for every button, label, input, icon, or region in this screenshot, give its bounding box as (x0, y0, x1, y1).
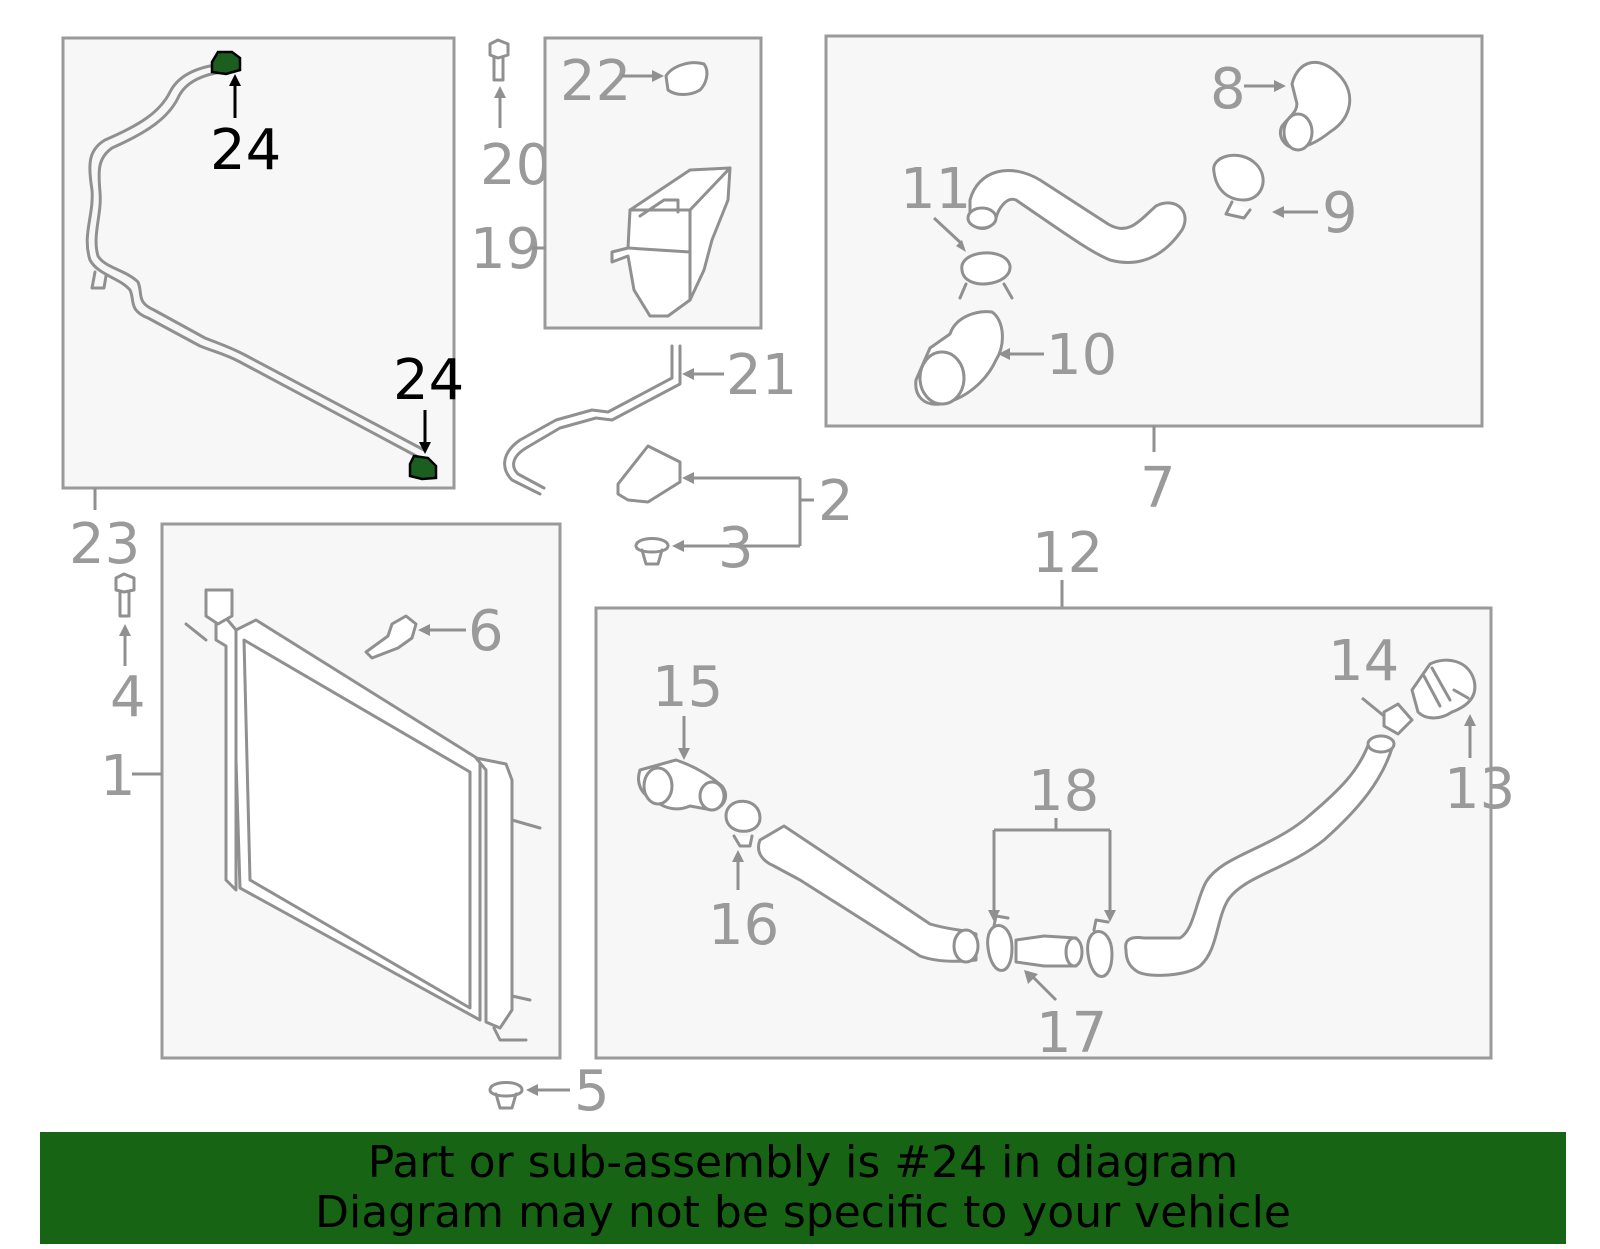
banner-line-2: Diagram may not be specific to your vehi… (315, 1187, 1291, 1238)
clamp-18a (986, 914, 1014, 972)
label-19: 19 (470, 217, 541, 282)
hose-12-right-end (1366, 734, 1396, 754)
label-10: 10 (1046, 323, 1117, 388)
banner-line-1: Part or sub-assembly is #24 in diagram (367, 1137, 1239, 1188)
arrow-3 (672, 540, 684, 552)
elbow-15-mouth (642, 766, 674, 806)
hose-7-end (966, 206, 998, 230)
connector-17-end (1064, 936, 1084, 968)
bracket-2 (616, 444, 682, 504)
arrow-5 (526, 1084, 538, 1096)
clamp-14 (1382, 702, 1414, 736)
label-4: 4 (110, 665, 146, 730)
label-14: 14 (1328, 629, 1399, 694)
clip-24-bottom (408, 454, 438, 481)
leader-14 (1361, 696, 1385, 718)
arrow-4 (119, 624, 131, 636)
label-24b: 24 (393, 348, 464, 413)
arrow-24b (419, 442, 431, 454)
pipe-21-inner (512, 344, 682, 490)
arrow-8 (1274, 80, 1286, 92)
radiator-1-core (242, 638, 472, 1010)
arrow-21 (682, 368, 694, 380)
leader-17 (1030, 974, 1058, 1002)
label-15: 15 (652, 655, 723, 720)
clamp-18b (1086, 918, 1114, 978)
arrow-13 (1464, 714, 1476, 726)
label-8: 8 (1210, 57, 1246, 122)
bolt-20 (488, 38, 510, 82)
label-2: 2 (818, 469, 854, 534)
label-6: 6 (468, 599, 504, 664)
hose-12-right (1124, 738, 1394, 977)
hose-23-inner (94, 70, 426, 452)
elbow-15-end (698, 780, 726, 812)
arrow-24a (229, 74, 241, 86)
hose-23-clip (90, 270, 108, 290)
radiator-1-bracket (184, 622, 542, 1042)
bolt-4 (114, 572, 136, 618)
label-13: 13 (1444, 757, 1515, 822)
box-23 (61, 36, 456, 490)
leader-18 (992, 818, 1112, 914)
hose-12-left-end (952, 928, 980, 964)
radiator-1-tank-right (474, 756, 514, 1030)
label-16: 16 (708, 893, 779, 958)
elbow-10-end (918, 350, 966, 406)
label-22: 22 (560, 49, 631, 114)
label-21: 21 (726, 343, 797, 408)
info-banner: Part or sub-assembly is #24 in diagram D… (40, 1132, 1566, 1244)
leader-11 (932, 216, 964, 246)
grommet-3 (634, 537, 670, 566)
grommet-5 (488, 1081, 524, 1110)
clamp-11 (958, 251, 1014, 300)
arrow-18b (1104, 910, 1116, 922)
label-17: 17 (1036, 1001, 1107, 1066)
pipe-21 (503, 344, 674, 496)
radiator-1 (230, 618, 482, 1022)
arrow-6 (418, 624, 430, 636)
hose-7 (968, 169, 1187, 264)
arrow-16 (732, 850, 744, 862)
label-1: 1 (100, 744, 136, 809)
label-12: 12 (1032, 521, 1103, 586)
reservoir-19 (610, 166, 732, 318)
cap-22 (664, 61, 709, 96)
box-12 (594, 606, 1493, 1060)
arrow-17 (1024, 970, 1038, 984)
arrow-9 (1272, 206, 1284, 218)
label-3: 3 (718, 516, 754, 581)
arrow-10 (998, 348, 1010, 360)
label-23: 23 (69, 512, 140, 577)
elbow-13-ribs (1422, 666, 1470, 708)
hose-12-left (757, 824, 978, 963)
hose-23 (85, 62, 422, 460)
sensor-6 (364, 614, 418, 660)
radiator-1-filler (204, 588, 234, 626)
label-7: 7 (1140, 456, 1176, 521)
clip-24-top (210, 50, 242, 76)
arrow-2 (682, 472, 694, 484)
arrow-20 (494, 86, 506, 98)
arrow-22 (652, 70, 664, 82)
label-18: 18 (1028, 759, 1099, 824)
label-20: 20 (480, 133, 551, 198)
clamp-9 (1212, 153, 1265, 220)
radiator-1-tank-left (214, 604, 238, 892)
reservoir-19-detail (626, 166, 732, 302)
clamp-16 (724, 799, 762, 848)
arrow-11 (956, 240, 966, 252)
label-9: 9 (1322, 181, 1358, 246)
label-24a: 24 (210, 118, 281, 183)
label-5: 5 (574, 1059, 610, 1124)
arrow-18a (988, 910, 1000, 922)
label-11: 11 (900, 157, 971, 222)
elbow-8-end (1282, 112, 1314, 152)
arrow-15 (678, 748, 690, 760)
